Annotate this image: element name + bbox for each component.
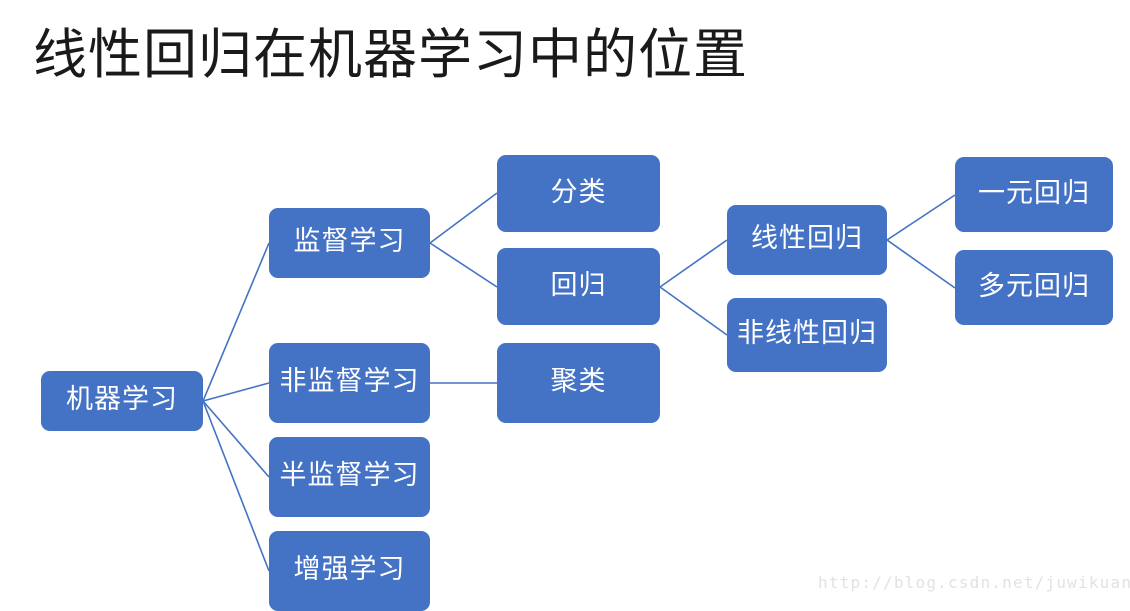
node-label-multivariate: 多元回归	[978, 270, 1090, 302]
node-multivariate[interactable]: 多元回归	[955, 250, 1113, 325]
node-linear[interactable]: 线性回归	[727, 205, 887, 275]
node-ml[interactable]: 机器学习	[41, 371, 203, 431]
node-reinforce[interactable]: 增强学习	[269, 531, 430, 611]
node-semi[interactable]: 半监督学习	[269, 437, 430, 517]
connector-supervised-to-classify	[429, 192, 498, 244]
connector-regression-to-nonlinear	[659, 286, 728, 336]
connector-linear-to-univariate	[886, 194, 956, 241]
node-unsupervised[interactable]: 非监督学习	[269, 343, 430, 423]
page-title: 线性回归在机器学习中的位置	[33, 23, 748, 86]
node-label-nonlinear: 非线性回归	[737, 318, 877, 350]
connector-ml-to-reinforce	[202, 400, 270, 572]
node-cluster[interactable]: 聚类	[497, 343, 660, 423]
node-label-unsupervised: 非监督学习	[279, 366, 420, 398]
connector-supervised-to-regression	[429, 242, 498, 288]
connector-ml-to-unsupervised	[202, 382, 270, 402]
watermark-text: http://blog.csdn.net/juwikuang	[818, 573, 1130, 592]
node-label-linear: 线性回归	[751, 223, 863, 255]
node-label-reinforce: 增强学习	[293, 554, 406, 586]
node-label-semi: 半监督学习	[279, 460, 420, 492]
node-supervised[interactable]: 监督学习	[269, 208, 430, 278]
node-label-ml: 机器学习	[66, 384, 178, 416]
node-regression[interactable]: 回归	[497, 248, 660, 325]
connector-ml-to-semi	[202, 400, 270, 478]
connector-regression-to-linear	[659, 239, 728, 288]
node-univariate[interactable]: 一元回归	[955, 157, 1113, 232]
node-nonlinear[interactable]: 非线性回归	[727, 298, 887, 372]
node-label-cluster: 聚类	[550, 366, 607, 398]
node-label-classify: 分类	[550, 176, 607, 208]
node-label-supervised: 监督学习	[293, 226, 406, 258]
node-label-univariate: 一元回归	[978, 177, 1090, 209]
connector-ml-to-supervised	[202, 242, 270, 402]
node-classify[interactable]: 分类	[497, 155, 660, 232]
connector-linear-to-multivariate	[886, 239, 956, 289]
node-label-regression: 回归	[550, 269, 607, 301]
